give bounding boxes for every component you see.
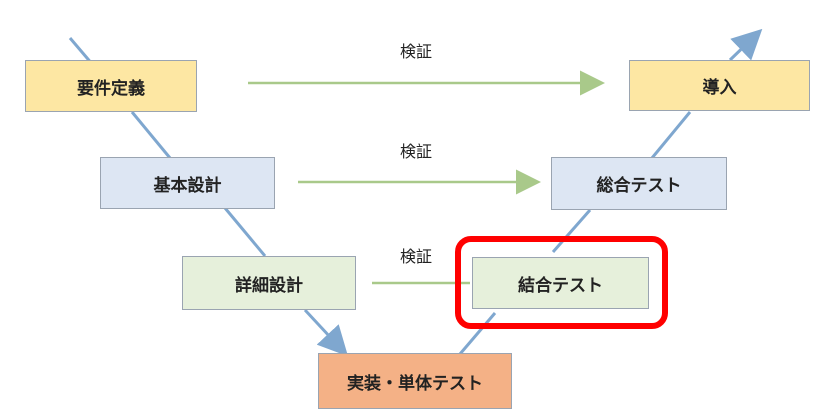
v-line-right-3 <box>650 111 692 159</box>
v-line-left-2 <box>130 111 172 159</box>
deployment-box: 導入 <box>629 60 810 111</box>
deployment-label: 導入 <box>702 78 737 98</box>
implementation-box: 実装・単体テスト <box>318 353 512 409</box>
detailed-design-label: 詳細設計 <box>235 275 303 296</box>
integration-test-label: 結合テスト <box>518 275 603 296</box>
basic-design-box: 基本設計 <box>100 157 275 209</box>
system-test-box: 総合テスト <box>551 157 727 210</box>
verify-label-top: 検証 <box>399 42 432 61</box>
basic-design-label: 基本設計 <box>153 175 222 196</box>
verify-label-middle: 検証 <box>399 142 432 161</box>
integration-test-box: 結合テスト <box>472 257 649 309</box>
detailed-design-box: 詳細設計 <box>182 256 356 310</box>
v-line-left-4 <box>303 308 349 357</box>
integration-test-highlight <box>455 236 668 329</box>
system-test-label: 総合テスト <box>596 176 682 196</box>
requirements-label: 要件定義 <box>77 78 145 99</box>
v-line-right-2 <box>551 209 592 253</box>
requirements-box: 要件定義 <box>25 60 197 112</box>
v-line-right-1 <box>458 312 497 355</box>
v-line-right-4 <box>728 28 763 62</box>
v-line-left-3 <box>223 207 267 257</box>
implementation-label: 実装・単体テスト <box>347 373 483 394</box>
verify-label-bottom: 検証 <box>399 247 432 266</box>
